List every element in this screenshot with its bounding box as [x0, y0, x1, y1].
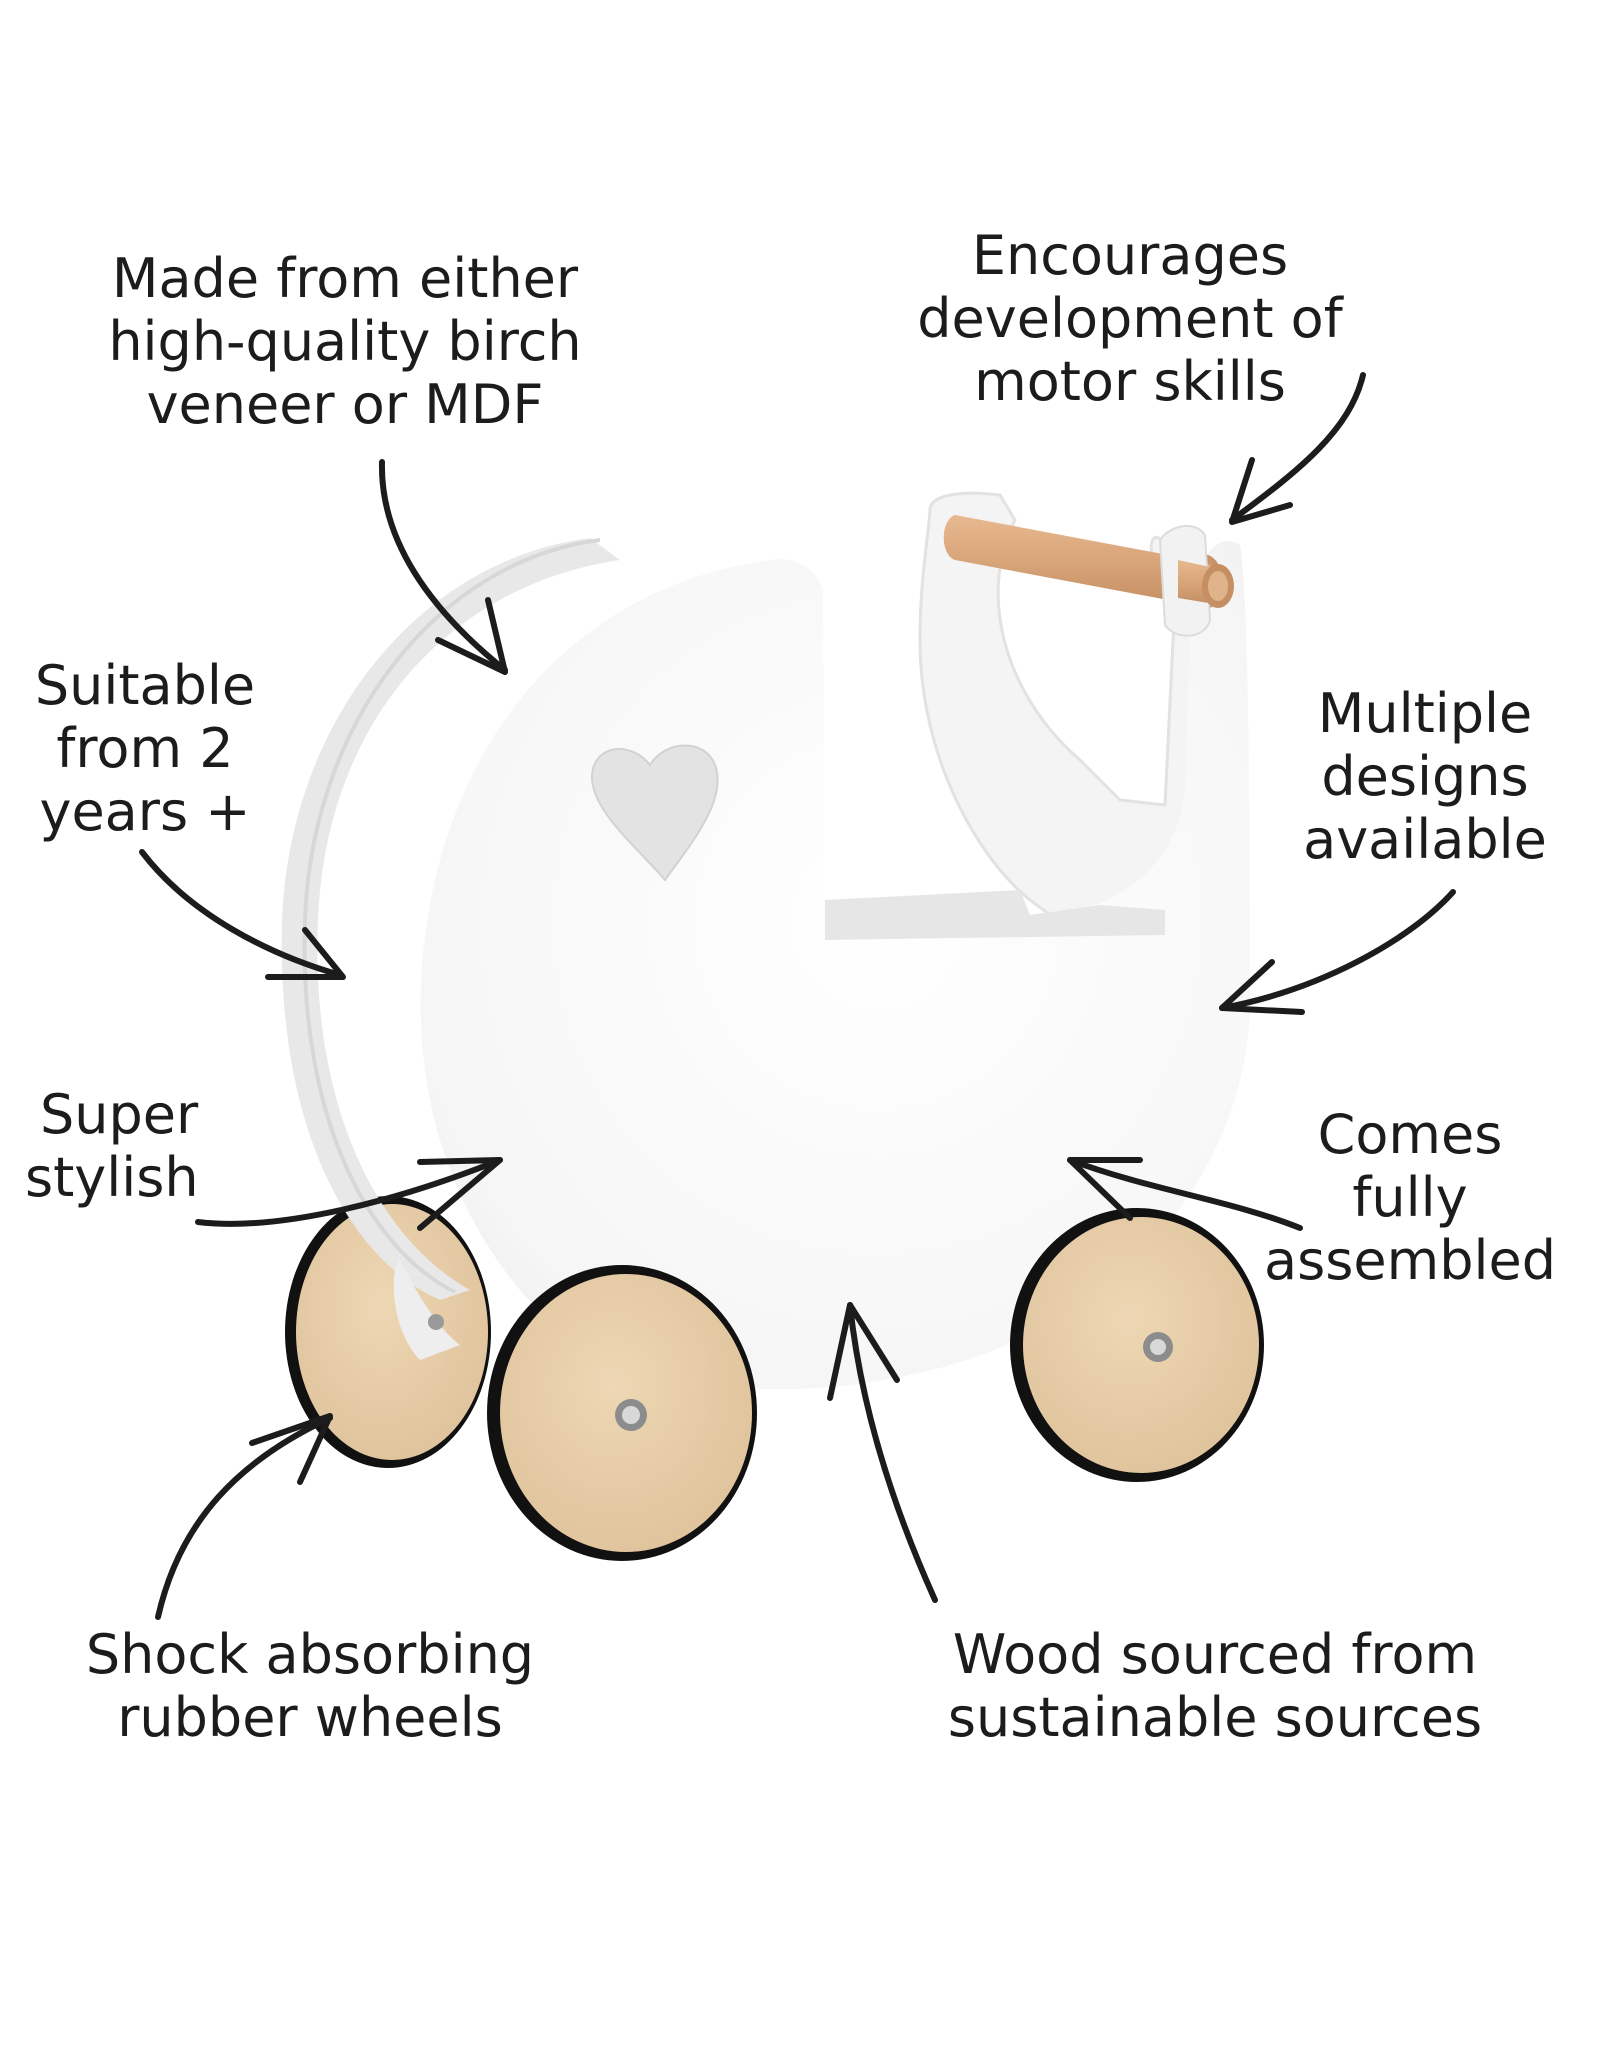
front-right-wheel [1010, 1208, 1264, 1482]
callout-wheels: Shock absorbing rubber wheels [85, 1623, 535, 1749]
callout-wood: Wood sourced from sustainable sources [947, 1623, 1483, 1749]
arrow-wheels [155, 1415, 333, 1620]
arrow-head-stylish [417, 1157, 503, 1231]
arrow-assembled [1067, 1157, 1303, 1231]
arrow-wood [847, 1302, 938, 1603]
arrow-designs [1219, 889, 1456, 1011]
callout-assembled: Comes fully assembled [1264, 1103, 1556, 1292]
pram-back-rim [281, 538, 620, 1300]
pram-seat [825, 890, 1165, 940]
arrow-head-assembled [1067, 1157, 1143, 1221]
arrow-head-motor-skills [1229, 457, 1293, 525]
front-left-wheel [487, 1265, 757, 1561]
callout-motor-skills: Encourages development of motor skills [917, 224, 1343, 413]
back-left-wheel [285, 1196, 491, 1468]
arrow-head-designs [1219, 959, 1305, 1015]
heart-cutout [590, 744, 719, 882]
arrow-stylish [195, 1157, 503, 1227]
callout-stylish: Super stylish [25, 1083, 199, 1209]
arrow-head-wheels [249, 1413, 333, 1485]
callout-age: Suitable from 2 years + [34, 654, 256, 843]
arrow-materials [378, 459, 508, 673]
callout-designs: Multiple designs available [1303, 682, 1547, 871]
arrow-age [139, 849, 343, 978]
wheel-bracket [393, 1260, 460, 1360]
arrow-head-materials [435, 597, 508, 675]
arrow-motor-skills [1229, 372, 1366, 523]
arrow-head-wood [827, 1302, 900, 1401]
wooden-handle [943, 515, 1234, 637]
callout-materials: Made from either high-quality birch vene… [108, 247, 582, 436]
arrow-head-age [265, 927, 346, 980]
